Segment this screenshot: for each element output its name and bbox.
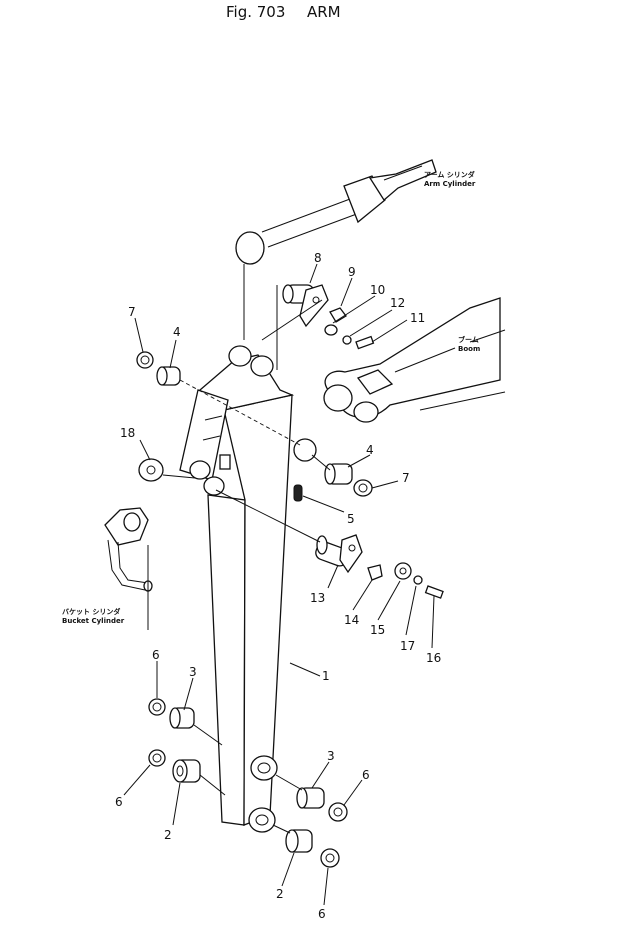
callout-14: 14 [344,613,359,627]
callout-8: 8 [314,251,322,265]
washer-18 [138,458,196,482]
leader-lines [123,165,456,906]
boom [323,297,506,423]
callout-5: 5 [347,512,355,526]
bushing-set-upper-right [311,454,373,497]
pin-assembly-middle [215,489,444,599]
callout-9: 9 [348,265,356,279]
callout-17: 17 [400,639,415,653]
callout-7-right: 7 [402,471,410,485]
callout-6-upper-left: 6 [152,648,160,662]
arm-cylinder-label-en: Arm Cylinder [424,180,476,188]
bushing-set-lower-right [272,774,348,868]
figure-number: Fig. 703 [226,3,285,21]
callout-11: 11 [410,311,425,325]
callout-3-right: 3 [327,749,335,763]
callout-6-bottom: 6 [318,907,326,921]
callout-15: 15 [370,623,385,637]
boom-label-en: Boom [458,345,480,353]
callout-12: 12 [390,296,405,310]
callout-13: 13 [310,591,325,605]
arm-body [179,345,317,833]
bucket-cylinder-label-en: Bucket Cylinder [62,617,125,625]
figure-title: ARM [307,3,341,21]
callout-6-lower-left: 6 [115,795,123,809]
boom-label-jp: ブーム [458,335,479,344]
callout-4-right: 4 [366,443,374,457]
bucket-cylinder [104,507,153,630]
arm-cylinder [235,159,437,370]
pin-assembly-top [261,284,375,350]
callout-1: 1 [322,669,330,683]
callout-2-left: 2 [164,828,172,842]
arm-cylinder-label-jp: アーム シリンダ [424,170,475,179]
callout-6-right: 6 [362,768,370,782]
bushing-set-lower-left [148,698,226,796]
bushing-set-upper-left [136,351,301,446]
callout-3-left: 3 [189,665,197,679]
grease-fitting [293,484,303,502]
bucket-cylinder-label-jp: バケット シリンダ [62,607,120,616]
callout-2-right: 2 [276,887,284,901]
callout-16: 16 [426,651,441,665]
callout-4-upper: 4 [173,325,181,339]
callout-7-upper: 7 [128,305,136,319]
callout-18: 18 [120,426,135,440]
callout-10: 10 [370,283,385,297]
